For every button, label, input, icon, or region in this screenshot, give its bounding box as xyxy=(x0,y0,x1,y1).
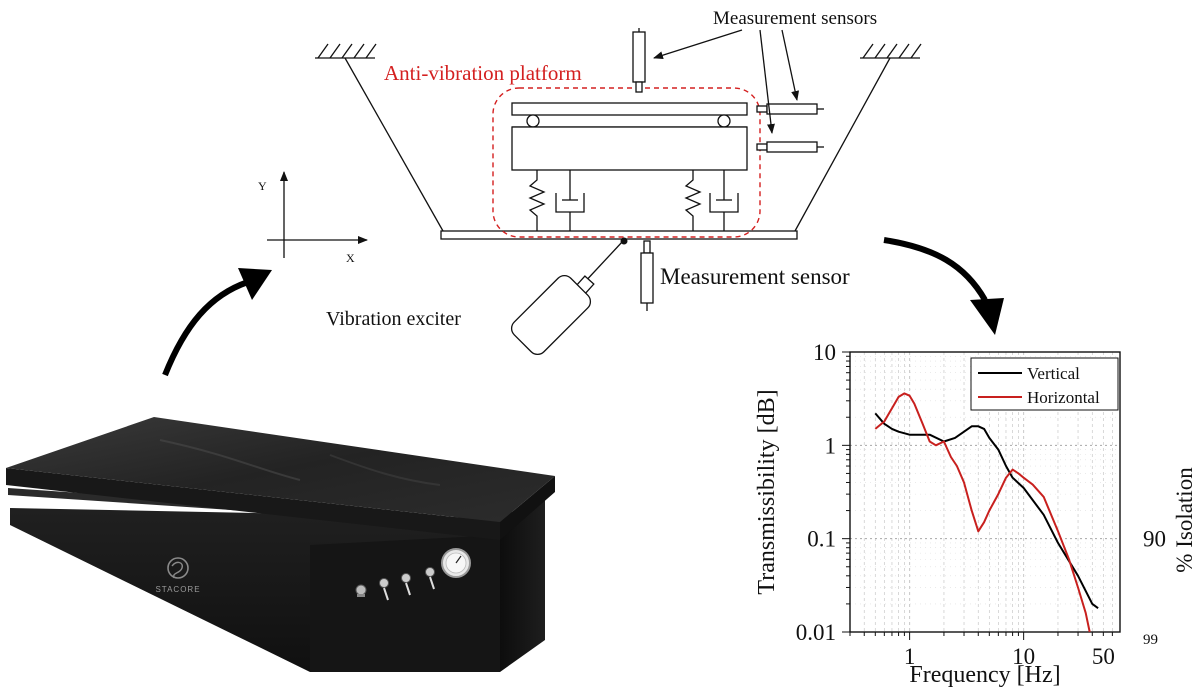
chart-ylabel: Transmissibility [dB] xyxy=(754,389,780,594)
x-tick-label: 1 xyxy=(904,644,916,669)
platform-body xyxy=(511,126,748,171)
flow-arrow-schematic-to-chart xyxy=(883,237,1004,335)
vibration-exciter-label: Vibration exciter xyxy=(326,308,461,330)
chart-legend: Vertical Horizontal xyxy=(970,357,1119,411)
y-tick-label: 0.01 xyxy=(796,620,836,645)
device-base-side xyxy=(500,495,545,672)
platform-top-plate xyxy=(511,102,748,116)
chart-right-label: % Isolation xyxy=(1172,467,1197,573)
device-top-edge-side xyxy=(500,476,555,540)
vibration-exciter xyxy=(510,237,628,356)
left-suspension-cable xyxy=(344,57,444,232)
x-tick-label: 10 xyxy=(1012,644,1035,669)
right-tick-label: 99 xyxy=(1143,632,1158,648)
measurement-sensor-label: Measurement sensor xyxy=(660,264,850,289)
y-tick-label: 10 xyxy=(813,340,836,365)
damper-left xyxy=(555,170,585,231)
bearing-ball-left xyxy=(526,114,540,128)
anti-vibration-platform-label: Anti-vibration platform xyxy=(384,61,582,85)
control-panel xyxy=(355,548,471,601)
legend-label-horizontal: Horizontal xyxy=(1027,388,1100,407)
measurement-sensors-label: Measurement sensors xyxy=(713,8,877,29)
brand-logo: STACORE xyxy=(155,557,200,594)
series-line-horizontal xyxy=(874,392,1091,633)
y-tick-label: 0.1 xyxy=(807,527,836,552)
base-plate xyxy=(440,230,798,240)
spring-left xyxy=(528,170,546,231)
axis-y-label: Y xyxy=(258,179,267,193)
right-ceiling-anchor xyxy=(860,43,922,59)
chart-ticks: 1 10 50 10 1 0.1 0.01 90 99 xyxy=(796,340,1166,669)
brand-name: STACORE xyxy=(155,585,200,594)
side-sensor-upper xyxy=(756,103,824,115)
left-ceiling-anchor xyxy=(315,43,377,59)
anti-vibration-platform-device: STACORE xyxy=(6,417,555,672)
device-top-surface xyxy=(6,417,555,522)
chart-grid xyxy=(849,352,1120,632)
damper-right xyxy=(709,170,739,231)
chart-series xyxy=(874,392,1099,633)
top-vertical-sensor xyxy=(632,28,646,93)
axis-x-label: X xyxy=(346,251,355,265)
plot-frame xyxy=(849,351,1121,633)
legend-label-vertical: Vertical xyxy=(1027,364,1080,383)
bearing-ball-right xyxy=(717,114,731,128)
flow-arrow-device-to-schematic xyxy=(162,268,272,377)
test-rig-schematic: Measurement sensors Anti-vibration platf… xyxy=(258,8,922,356)
platform-outline xyxy=(492,87,761,238)
x-tick-label: 50 xyxy=(1092,644,1115,669)
bottom-sensor xyxy=(640,240,654,311)
chart-xlabel: Frequency [Hz] xyxy=(909,662,1060,688)
side-sensor-lower xyxy=(756,141,824,153)
series-line-vertical xyxy=(874,412,1099,610)
legend-box xyxy=(970,357,1119,411)
device-top-edge-front xyxy=(6,468,500,540)
right-tick-label: 90 xyxy=(1143,527,1166,552)
y-tick-label: 1 xyxy=(825,433,837,458)
spring-right xyxy=(684,170,702,231)
sensor-label-arrows xyxy=(653,29,800,134)
right-suspension-cable xyxy=(794,57,891,232)
xy-axes xyxy=(267,171,368,258)
